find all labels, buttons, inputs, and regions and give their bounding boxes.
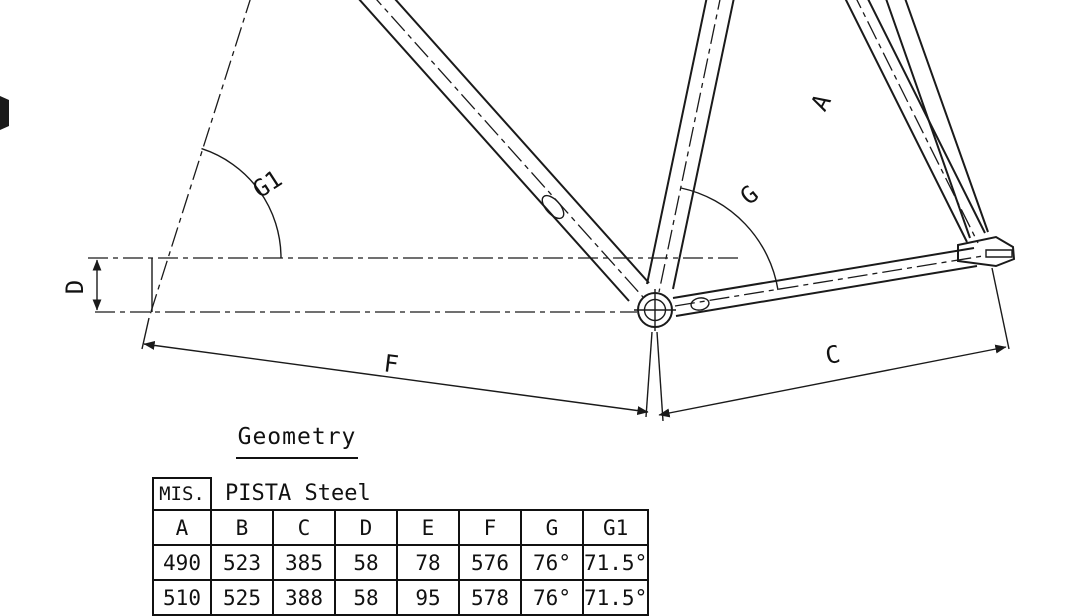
reference-centerlines — [88, 0, 742, 319]
seat-stays — [844, 0, 989, 244]
bb-drop-dimension: D — [61, 258, 153, 312]
chain-stay-centerline — [674, 255, 984, 307]
seat-angle-label: G — [735, 180, 764, 211]
table-cell: 523 — [210, 544, 274, 581]
table-cell: 385 — [272, 544, 336, 581]
table-cell: 78 — [396, 544, 460, 581]
f-dimension-line — [143, 340, 649, 416]
table-cell: 576 — [458, 544, 522, 581]
table-cell: 76° — [520, 544, 584, 581]
chain-stays — [672, 247, 984, 317]
seat-tube-edge — [646, 0, 708, 285]
table-cell: 525 — [210, 579, 274, 616]
seat-tube-edge — [672, 0, 735, 290]
seat-tube-centerline — [658, 0, 721, 293]
seat-angle-annotation: G — [680, 180, 779, 291]
chainstay-dimension: C — [656, 267, 1010, 422]
f-extension-line — [645, 331, 653, 418]
column-header: C — [272, 509, 336, 546]
table-row: 510 525 388 58 95 578 76° 71.5° — [152, 579, 650, 616]
column-header: E — [396, 509, 460, 546]
size-column-header: MIS. — [152, 477, 212, 511]
rear-dropout — [957, 235, 1016, 268]
table-cell: 388 — [272, 579, 336, 616]
column-header: D — [334, 509, 398, 546]
down-tube-edge — [358, 0, 630, 302]
column-header: G — [520, 509, 584, 546]
dropout-slot — [985, 249, 1013, 258]
head-angle-label: G1 — [248, 165, 287, 204]
column-header: F — [458, 509, 522, 546]
column-header: B — [210, 509, 274, 546]
model-name: PISTA Steel — [225, 481, 371, 506]
seat-stay-centerline — [856, 0, 979, 244]
front-center-dimension: F — [141, 317, 653, 418]
down-tube-centerline — [376, 0, 644, 298]
f-extension-line — [141, 317, 150, 350]
table-cell: 58 — [334, 579, 398, 616]
table-cell: 578 — [458, 579, 522, 616]
table-cell: 95 — [396, 579, 460, 616]
seat-stay-edge — [867, 0, 986, 234]
chain-stay-edge — [675, 265, 978, 317]
steering-axis-centerline — [148, 0, 251, 319]
g-angle-arc — [680, 187, 779, 291]
model-row: MIS. PISTA Steel — [152, 477, 648, 511]
table-cell: 510 — [152, 579, 212, 616]
seat-tube — [646, 0, 735, 293]
column-header-row: A B C D E F G G1 — [152, 509, 650, 546]
seat-stay-edge — [885, 0, 971, 239]
chain-stay-socket — [690, 297, 710, 311]
geometry-title: Geometry — [236, 424, 358, 459]
cropped-edge-glyph — [0, 96, 9, 130]
dropout-plate — [957, 235, 1016, 268]
down-tube — [358, 0, 650, 302]
c-extension-line — [991, 267, 1010, 350]
chain-stay-edge — [672, 247, 975, 299]
table-row: 490 523 385 58 78 576 76° 71.5° — [152, 544, 650, 581]
table-cell: 71.5° — [581, 544, 650, 581]
front-center-dimension-label: F — [382, 349, 400, 379]
c-extension-line — [656, 331, 664, 422]
seat-stay-edge — [844, 0, 968, 243]
column-header: A — [152, 509, 212, 546]
seat-stay-edge — [904, 0, 989, 233]
g1-angle-arc — [201, 147, 282, 259]
chainstay-dimension-label: C — [823, 340, 843, 370]
bottom-bracket — [634, 289, 676, 331]
table-cell: 76° — [520, 579, 584, 616]
geometry-table: MIS. PISTA Steel A B C D E F G G1 490 52… — [152, 477, 650, 616]
c-dimension-line — [658, 344, 1007, 418]
column-header: G1 — [581, 509, 650, 546]
table-cell: 58 — [334, 544, 398, 581]
table-cell: 71.5° — [581, 579, 650, 616]
down-tube-slot — [541, 194, 565, 220]
bb-drop-dimension-label: D — [61, 280, 89, 294]
head-angle-annotation: G1 — [201, 147, 287, 259]
seat-tube-dimension-label: A — [805, 89, 837, 115]
table-cell: 490 — [152, 544, 212, 581]
down-tube-edge — [394, 0, 650, 284]
